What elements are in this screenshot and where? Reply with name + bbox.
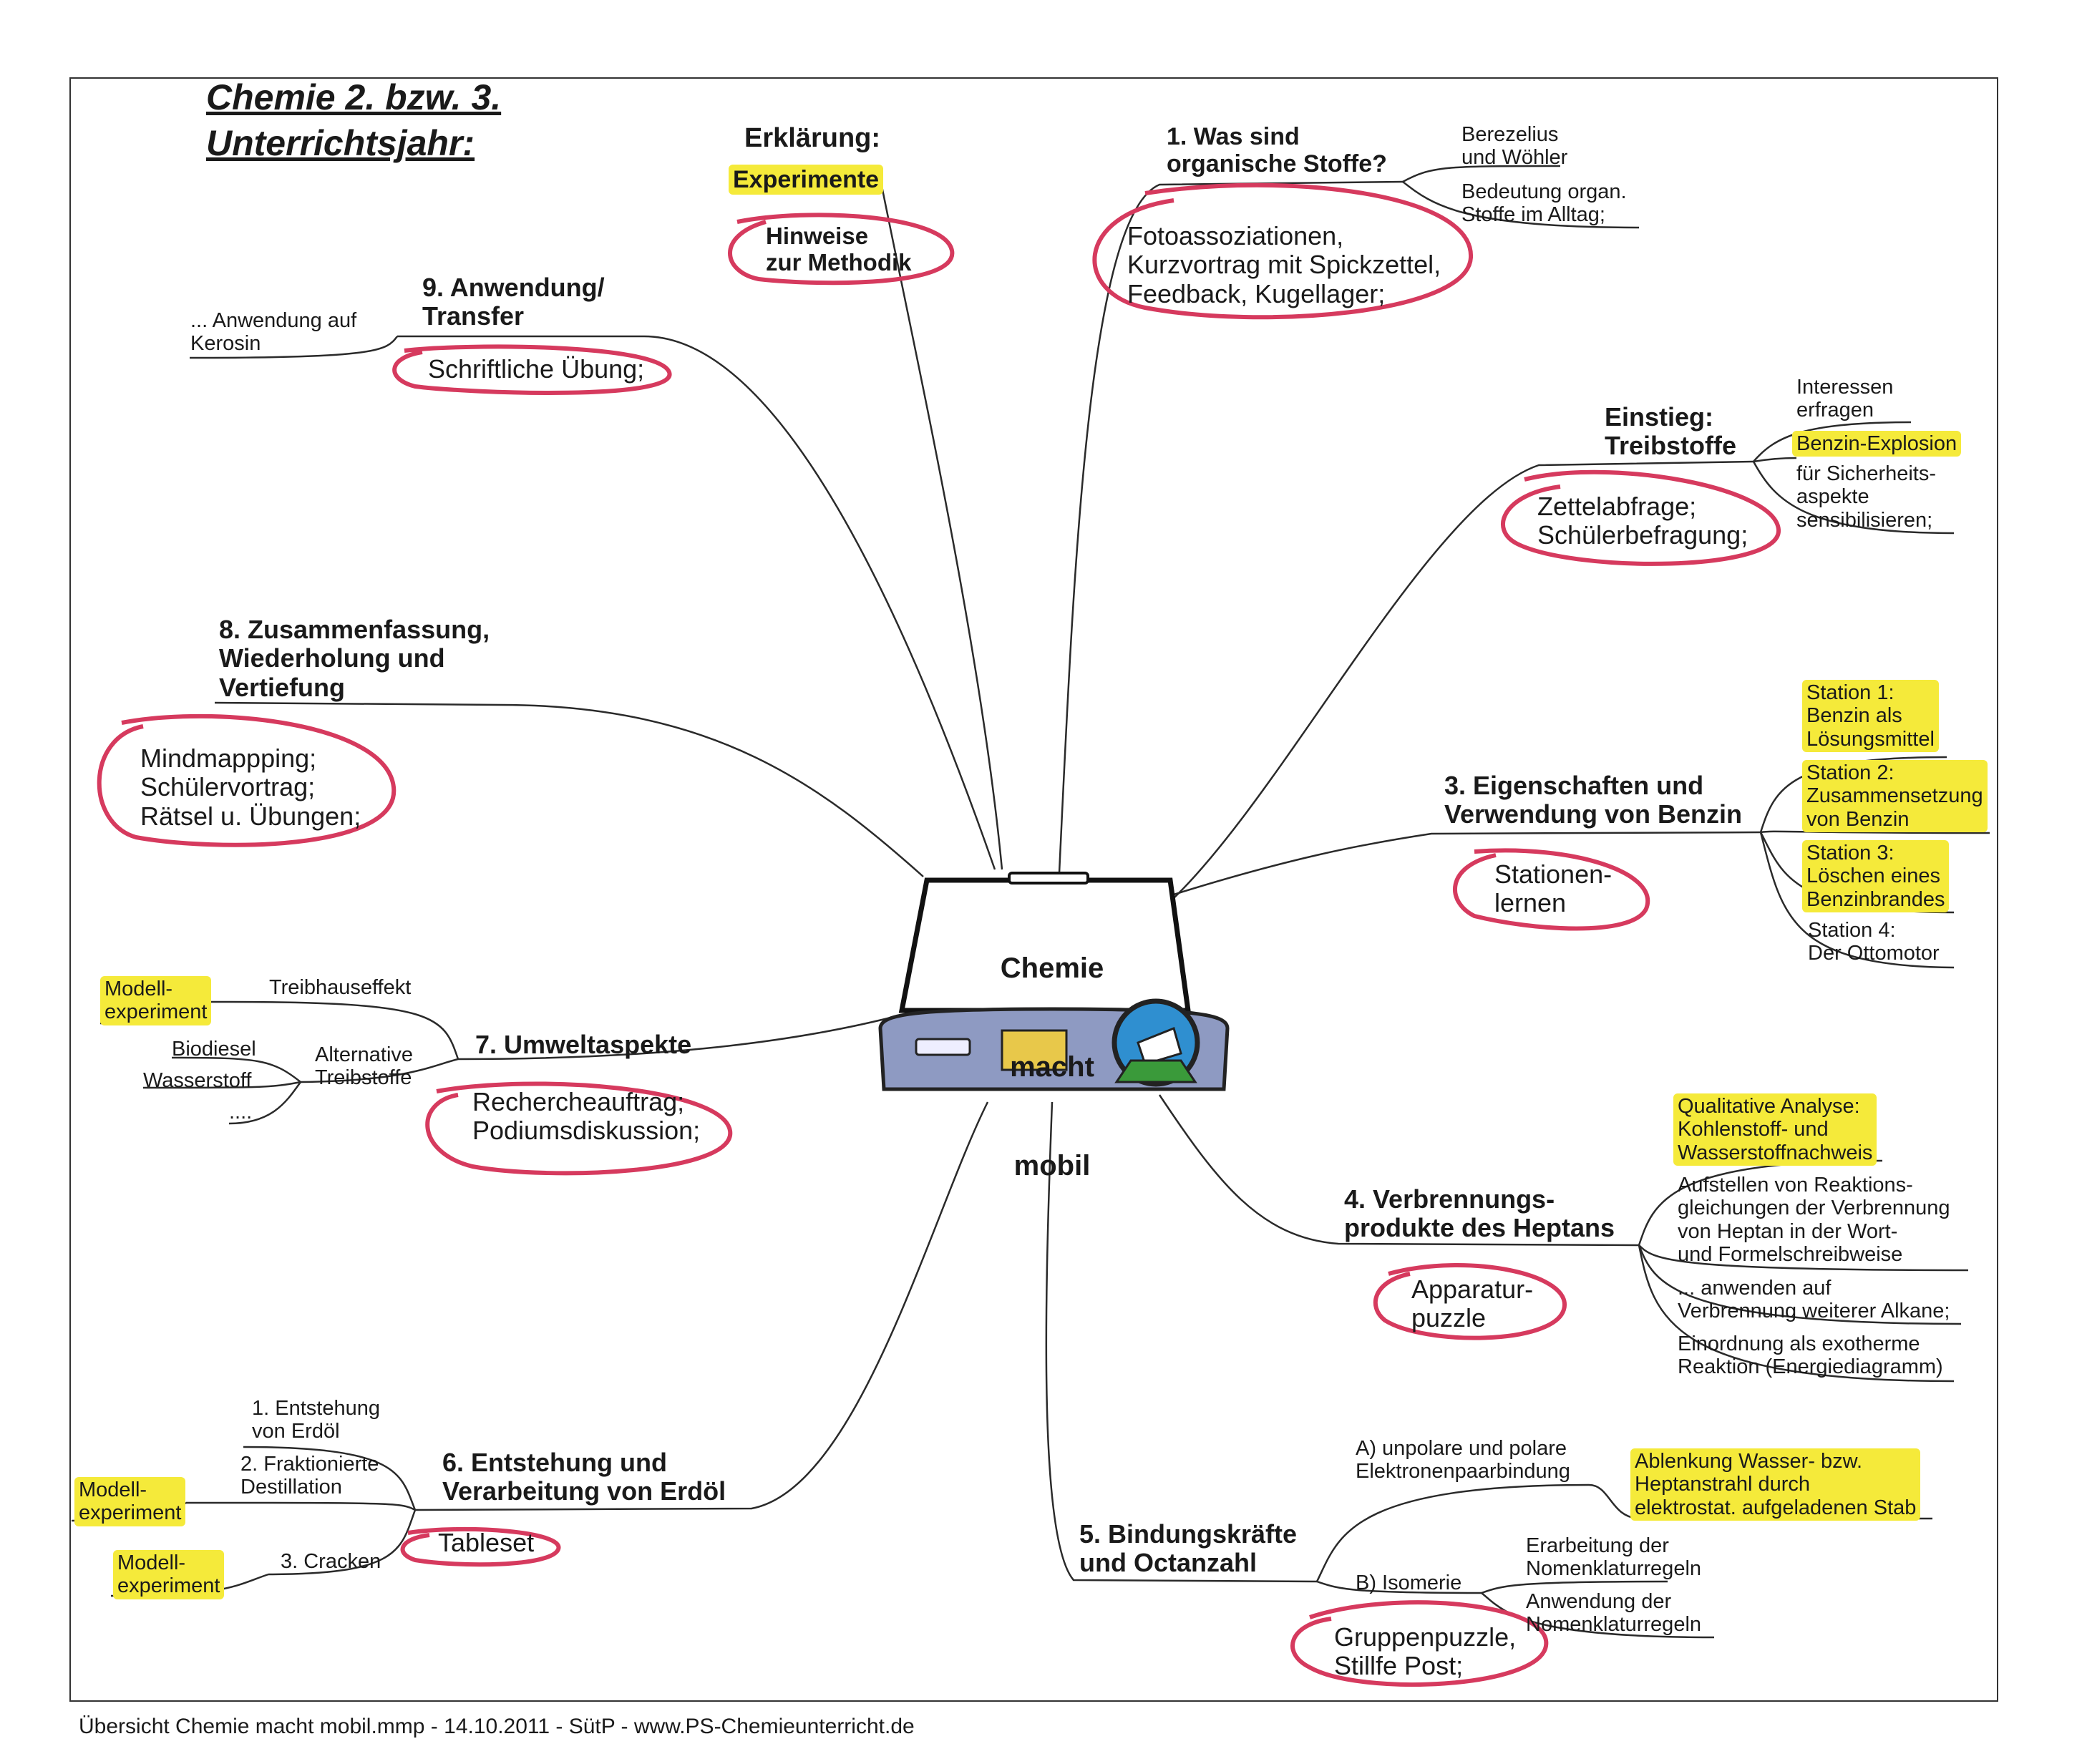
branch7-dots: ....	[229, 1101, 253, 1124]
branch3-heading: 3. Eigenschaften und Verwendung von Benz…	[1444, 771, 1743, 829]
branch6-sub3: 3. Cracken	[281, 1550, 381, 1573]
station3-label: Station 3: Löschen eines Benzinbrandes	[1802, 840, 1950, 913]
center-topic: Chemie macht mobil	[959, 886, 1145, 1215]
branch6-sub1: 1. Entstehung von Erdöl	[252, 1397, 380, 1443]
branch6-heading: 6. Entstehung und Verarbeitung von Erdöl	[442, 1448, 726, 1506]
modellexperiment-label-3: Modell- experiment	[100, 976, 212, 1025]
station4-label: Station 4: Der Ottomotor	[1808, 919, 1940, 965]
branch1-sub1: Berezelius und Wöhler	[1461, 123, 1568, 170]
center-line2: macht	[1010, 1051, 1094, 1083]
erklaerung-heading: Erklärung:	[744, 123, 881, 153]
einstieg-sub3: für Sicherheits- aspekte sensibilisieren…	[1796, 462, 1937, 532]
branch4-sub-d: Einordnung als exotherme Reaktion (Energ…	[1678, 1332, 1943, 1379]
branch5-sub-e2: Anwendung der Nomenklaturregeln	[1526, 1590, 1702, 1637]
car-dashboard-icon	[878, 872, 1230, 1091]
branch4-heading: 4. Verbrennungs- produkte des Heptans	[1344, 1184, 1615, 1243]
branch5-heading: 5. Bindungskräfte und Octanzahl	[1079, 1519, 1298, 1578]
branch1-heading: 1. Was sind organische Stoffe?	[1167, 123, 1387, 178]
center-line3: mobil	[1013, 1150, 1091, 1181]
diagram-frame	[69, 77, 1998, 1702]
branch4-sub-a: Aufstellen von Reaktions- gleichungen de…	[1678, 1174, 1950, 1267]
ablenkung-label: Ablenkung Wasser- bzw. Heptanstrahl durc…	[1630, 1448, 1921, 1521]
einstieg-sub1: Interessen erfragen	[1796, 376, 1894, 422]
branch4-sub-c: ... anwenden auf Verbrennung weiterer Al…	[1678, 1277, 1950, 1323]
branch7-method: Rechercheauftrag; Podiumsdiskussion;	[472, 1087, 701, 1146]
modellexperiment-label-1: Modell- experiment	[74, 1477, 186, 1526]
branch7-biodiesel: Biodiesel	[172, 1038, 256, 1061]
branch9-heading: 9. Anwendung/ Transfer	[422, 273, 605, 331]
branch8-heading: 8. Zusammenfassung, Wiederholung und Ver…	[219, 615, 490, 702]
branch1-sub2: Bedeutung organ. Stoffe im Alltag;	[1461, 180, 1627, 227]
modellexperiment-label-2: Modell- experiment	[113, 1550, 225, 1599]
branch6-sub2: 2. Fraktionierte Destillation	[240, 1453, 379, 1499]
branch7-treibhaus: Treibhauseffekt	[269, 976, 412, 999]
branch5-sub-b: B) Isomerie	[1356, 1571, 1462, 1594]
experimente-label: Experimente	[729, 165, 884, 195]
branch7-alternative: Alternative Treibstoffe	[315, 1043, 414, 1090]
station2-label: Station 2: Zusammensetzung von Benzin	[1802, 760, 1988, 833]
branch5-method: Gruppenpuzzle, Stillfe Post;	[1334, 1622, 1517, 1681]
branch4-method: Apparatur- puzzle	[1411, 1275, 1534, 1333]
branch8-method: Mindmappping; Schülervortrag; Rätsel u. …	[140, 744, 361, 831]
page-title-line1: Chemie 2. bzw. 3.	[206, 77, 502, 117]
branch9-method: Schriftliche Übung;	[428, 354, 645, 384]
branch9-sub: ... Anwendung auf Kerosin	[190, 309, 357, 356]
einstieg-heading: Einstieg: Treibstoffe	[1605, 402, 1737, 461]
method-circles	[97, 182, 1781, 1687]
station1-label: Station 1: Benzin als Lösungsmittel	[1802, 680, 1939, 753]
branch5-sub-e1: Erarbeitung der Nomenklaturregeln	[1526, 1534, 1702, 1581]
einstieg-method: Zettelabfrage; Schülerbefragung;	[1537, 492, 1748, 550]
branch5-sub-a: A) unpolare und polare Elektronenpaarbin…	[1356, 1437, 1570, 1483]
branch7-wasserstoff: Wasserstoff	[143, 1069, 252, 1092]
qualitative-analyse-label: Qualitative Analyse: Kohlenstoff- und Wa…	[1673, 1093, 1877, 1166]
branch7-heading: 7. Umweltaspekte	[475, 1030, 692, 1059]
branch3-method: Stationen- lernen	[1494, 859, 1613, 918]
center-line1: Chemie	[1000, 952, 1104, 984]
erklaerung-method: Hinweise zur Methodik	[766, 223, 912, 276]
footer-text: Übersicht Chemie macht mobil.mmp - 14.10…	[79, 1715, 915, 1738]
benzin-explosion-label: Benzin-Explosion	[1792, 431, 1962, 457]
branch6-method: Tableset	[438, 1528, 535, 1557]
page-title-line2: Unterrichtsjahr:	[206, 123, 475, 163]
branch1-method: Fotoassoziationen, Kurzvortrag mit Spick…	[1127, 221, 1441, 308]
